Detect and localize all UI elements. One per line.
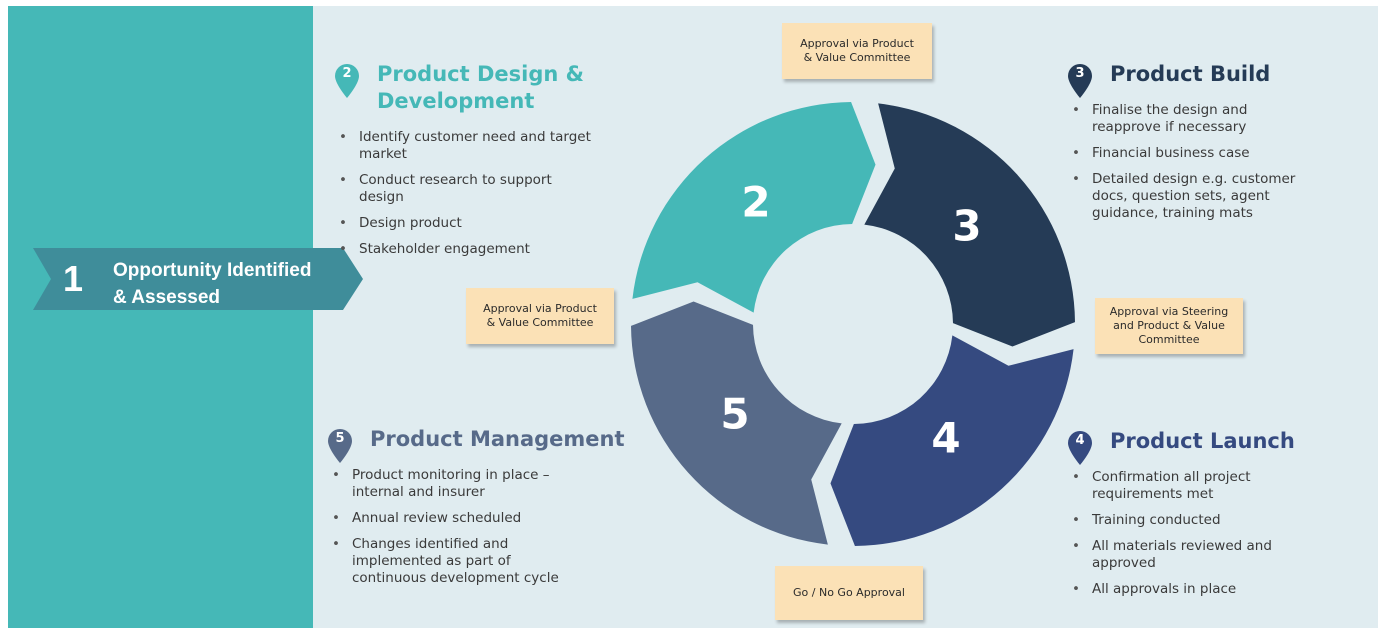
location-pin-icon: 5: [326, 428, 354, 464]
location-pin-icon: 2: [333, 63, 361, 99]
callout-left-approval: Approval via Product & Value Committee: [466, 288, 614, 344]
stage-2-pin-number: 2: [342, 66, 352, 81]
bullet-item: Design product: [339, 215, 653, 232]
stage-1-arrow: 1 Opportunity Identified & Assessed: [33, 248, 363, 310]
bullet-item: Annual review scheduled: [332, 510, 646, 527]
callout-top-approval: Approval via Product & Value Committee: [782, 23, 932, 79]
stage-5-pin-number: 5: [335, 431, 345, 446]
process-diagram: 1 Opportunity Identified & Assessed 2 3 …: [8, 6, 1378, 628]
ring-segment-3-label: 3: [952, 201, 982, 251]
stage-5-management: 5 Product Management Product monitoring …: [326, 426, 646, 596]
stage-4-title: Product Launch: [1110, 429, 1295, 453]
ring-segment-4: [830, 335, 1074, 546]
stage-5-title: Product Management: [370, 427, 625, 451]
stage-4-bullets: Confirmation all project requirements me…: [1066, 469, 1366, 598]
bullet-item: Stakeholder engagement: [339, 241, 653, 258]
stage-4-launch: 4 Product Launch Confirmation all projec…: [1066, 428, 1366, 607]
stage-5-bullets: Product monitoring in place – internal a…: [326, 467, 646, 587]
bullet-item: Identify customer need and target market: [339, 129, 653, 163]
location-pin-icon: 3: [1066, 63, 1094, 99]
ring-segment-5: [631, 301, 842, 545]
stage-1-number: 1: [63, 258, 84, 299]
stage-4-pin-number: 4: [1075, 433, 1085, 448]
stage-1-title: Opportunity Identified & Assessed: [113, 260, 312, 308]
stage-3-title: Product Build: [1110, 62, 1271, 86]
bullet-item: Training conducted: [1072, 512, 1366, 529]
ring-segment-2: [632, 102, 876, 313]
stage-3-pin-number: 3: [1075, 66, 1085, 81]
ring-segment-3: [864, 103, 1075, 347]
stage-3-build: 3 Product Build Finalise the design and …: [1066, 61, 1366, 231]
stage-2-bullets: Identify customer need and target market…: [333, 129, 653, 258]
bullet-item: Product monitoring in place – internal a…: [332, 467, 646, 501]
bullet-item: Conduct research to support design: [339, 172, 653, 206]
bullet-item: Detailed design e.g. customer docs, ques…: [1072, 171, 1366, 222]
stage-2-design: 2 Product Design & Development Identify …: [333, 61, 653, 267]
bullet-item: Financial business case: [1072, 145, 1366, 162]
callout-bottom-go-no-go: Go / No Go Approval: [775, 566, 923, 620]
callout-right-approval: Approval via Steering and Product & Valu…: [1095, 298, 1243, 354]
stage-3-bullets: Finalise the design and reapprove if nec…: [1066, 102, 1366, 222]
bullet-item: Changes identified and implemented as pa…: [332, 536, 646, 587]
stage-1-arrow-shape: [33, 248, 363, 310]
bullet-item: Confirmation all project requirements me…: [1072, 469, 1366, 503]
stage-2-title: Product Design & Development: [377, 62, 584, 113]
location-pin-icon: 4: [1066, 430, 1094, 466]
left-teal-panel: [8, 6, 313, 628]
ring-segment-2-label: 2: [741, 177, 771, 227]
process-cycle-ring: [631, 102, 1075, 546]
bullet-item: All materials reviewed and approved: [1072, 538, 1366, 572]
bullet-item: Finalise the design and reapprove if nec…: [1072, 102, 1366, 136]
ring-segment-5-label: 5: [720, 389, 750, 439]
bullet-item: All approvals in place: [1072, 581, 1366, 598]
ring-segment-4-label: 4: [931, 413, 961, 463]
